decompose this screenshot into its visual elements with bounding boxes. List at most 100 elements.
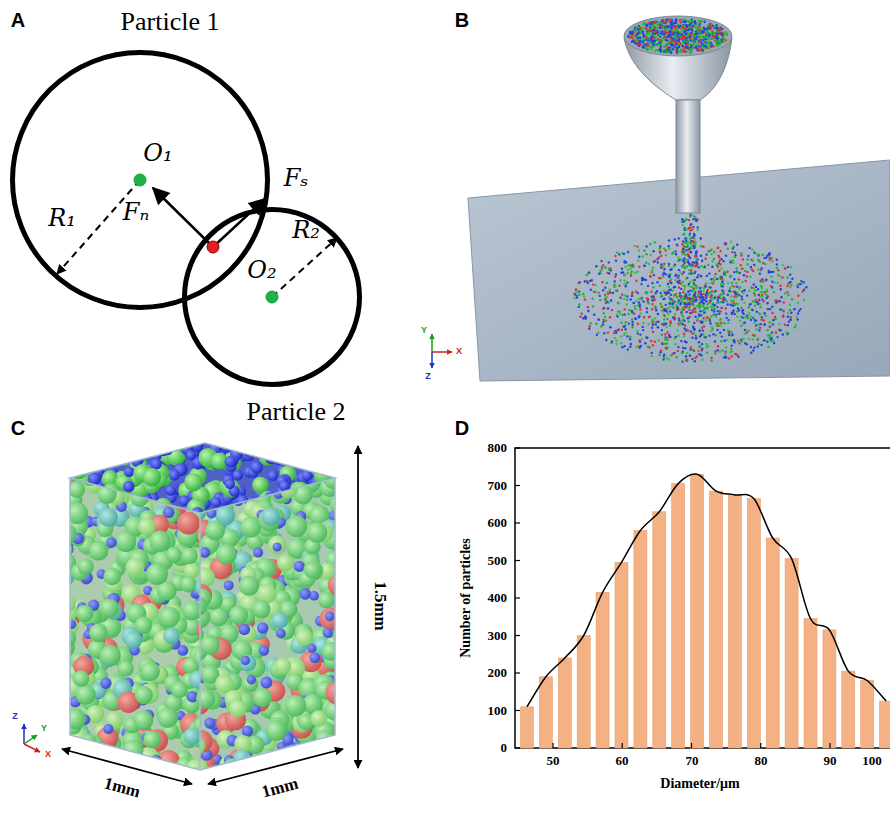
powder-particle: [681, 273, 683, 275]
powder-particle: [694, 241, 696, 243]
powder-particle: [661, 25, 663, 27]
powder-particle: [707, 250, 709, 252]
powder-particle: [683, 289, 685, 291]
powder-particle: [774, 316, 776, 318]
powder-particle: [695, 300, 697, 302]
powder-particle: [683, 257, 685, 259]
powder-particle: [700, 314, 702, 316]
powder-particle: [584, 280, 586, 282]
powder-particle: [678, 286, 680, 288]
powder-particle: [657, 21, 659, 23]
powder-particle: [800, 280, 802, 282]
powder-particle: [681, 45, 683, 47]
powder-particle: [621, 268, 623, 270]
powder-particle: [703, 21, 705, 23]
powder-particle: [653, 23, 655, 25]
powder-particle: [675, 19, 677, 21]
powder-particle: [656, 49, 658, 51]
powder-particle: [759, 273, 761, 275]
powder-particle: [641, 279, 643, 281]
powder-particle: [635, 39, 637, 41]
powder-particle: [677, 32, 679, 34]
powder-particle: [686, 44, 688, 46]
powder-particle: [717, 247, 719, 249]
powder-particle: [683, 40, 685, 42]
powder-particle: [630, 270, 632, 272]
powder-particle: [639, 333, 641, 335]
powder-particle: [681, 352, 683, 354]
powder-particle: [609, 292, 611, 294]
powder-particle: [758, 329, 760, 331]
powder-particle: [683, 258, 685, 260]
powder-particle: [664, 22, 666, 24]
powder-particle: [623, 325, 625, 327]
powder-particle: [616, 251, 618, 253]
powder-particle: [697, 32, 699, 34]
powder-particle: [674, 343, 676, 345]
powder-particle: [682, 29, 684, 31]
powder-particle: [589, 280, 591, 282]
powder-particle: [708, 41, 710, 43]
powder-particle: [700, 20, 702, 22]
powder-particle: [779, 329, 781, 331]
powder-particle: [746, 275, 748, 277]
powder-particle: [715, 316, 717, 318]
powder-particle: [692, 240, 694, 242]
powder-particle: [643, 23, 645, 25]
powder-particle: [674, 286, 676, 288]
powder-particle: [683, 233, 685, 235]
powder-particle: [624, 308, 626, 310]
powder-particle: [702, 317, 704, 319]
powder-particle: [689, 226, 691, 228]
powder-particle: [696, 258, 698, 260]
powder-particle: [790, 312, 792, 314]
powder-particle: [715, 32, 717, 34]
powder-particle: [657, 261, 659, 263]
powder-particle: [669, 269, 671, 271]
powder-particle: [775, 318, 777, 320]
powder-particle: [700, 245, 702, 247]
powder-particle: [683, 245, 685, 247]
powder-particle: [741, 295, 743, 297]
powder-particle: [730, 304, 732, 306]
powder-particle: [687, 259, 689, 261]
powder-particle: [672, 22, 674, 24]
powder-particle: [714, 276, 716, 278]
powder-particle: [609, 326, 611, 328]
powder-particle: [724, 355, 726, 357]
powder-particle: [688, 43, 690, 45]
powder-particle: [661, 39, 663, 41]
powder-particle: [634, 308, 636, 310]
powder-particle: [662, 19, 664, 21]
powder-particle: [614, 280, 616, 282]
powder-particle: [746, 271, 748, 273]
powder-particle: [796, 318, 798, 320]
powder-particle: [689, 51, 691, 53]
powder-particle: [678, 50, 680, 52]
powder-particle: [628, 313, 630, 315]
powder-particle: [610, 299, 612, 301]
powder-particle: [705, 32, 707, 34]
powder-particle: [736, 286, 738, 288]
powder-particle: [651, 48, 653, 50]
powder-particle: [667, 308, 669, 310]
powder-particle: [779, 285, 781, 287]
powder-particle: [624, 294, 626, 296]
powder-particle: [691, 266, 693, 268]
powder-particle: [678, 282, 680, 284]
powder-particle: [663, 290, 665, 292]
powder-particle: [681, 34, 683, 36]
powder-particle: [600, 260, 602, 262]
powder-particle: [710, 31, 712, 33]
powder-particle: [608, 269, 610, 271]
powder-particle: [651, 270, 653, 272]
powder-particle: [777, 269, 779, 271]
powder-particle: [697, 294, 699, 296]
powder-particle: [676, 43, 678, 45]
powder-particle: [784, 267, 786, 269]
powder-particle: [595, 265, 597, 267]
powder-particle: [727, 294, 729, 296]
powder-particle: [642, 329, 644, 331]
powder-particle: [585, 274, 587, 276]
powder-particle: [720, 307, 722, 309]
